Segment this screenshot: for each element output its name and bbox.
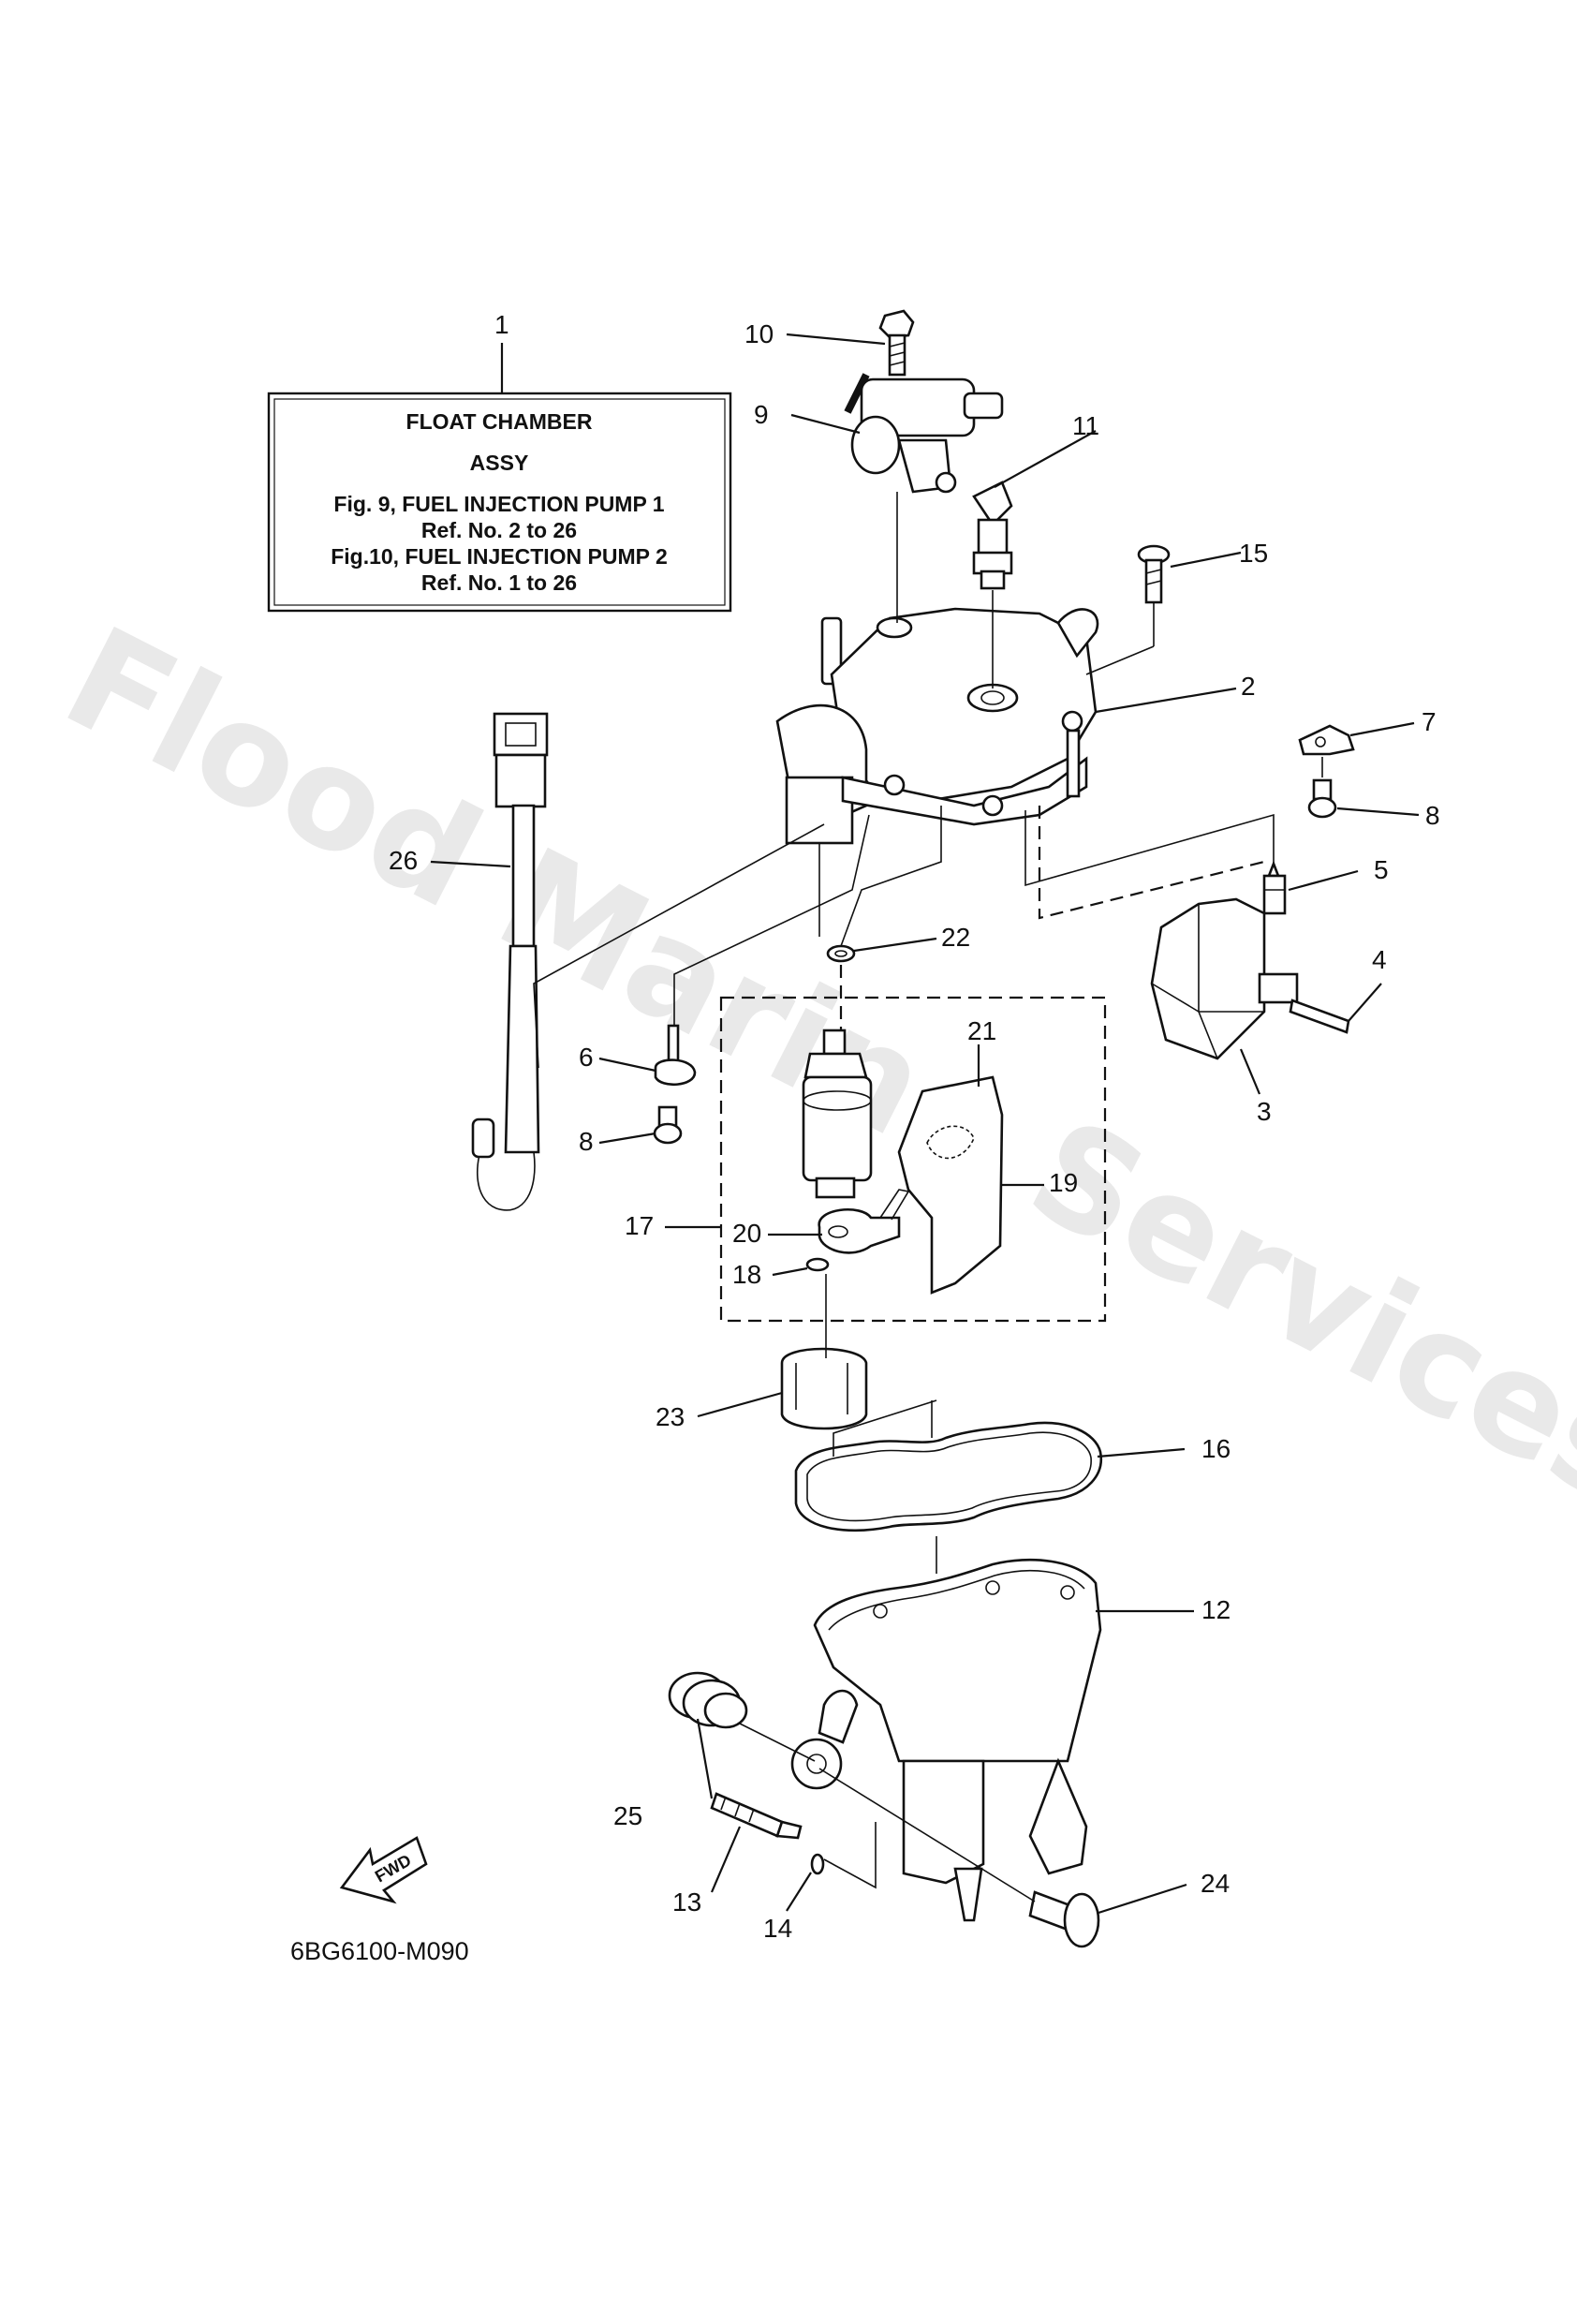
callout-7: 7: [1422, 707, 1437, 736]
callout-11: 11: [1072, 411, 1099, 440]
part-22-o-ring: [826, 944, 856, 963]
box-line-6: Ref. No. 1 to 26: [421, 570, 577, 595]
callout-12: 12: [1201, 1595, 1231, 1624]
part-5-needle-valve: [1262, 860, 1287, 915]
callout-8a: 8: [1425, 801, 1440, 830]
callout-5: 5: [1374, 855, 1389, 884]
callout-6: 6: [579, 1043, 594, 1072]
fwd-arrow-icon: FWD: [339, 1836, 428, 1904]
part-10-bolt: [878, 309, 915, 377]
callout-3: 3: [1257, 1097, 1272, 1126]
part-9-pressure-regulator: [844, 373, 1004, 494]
box-line-4: Ref. No. 2 to 26: [421, 518, 577, 542]
callout-8b: 8: [579, 1127, 594, 1156]
part-24-drain-plug: [1028, 1890, 1100, 1948]
callout-16: 16: [1201, 1434, 1231, 1463]
callout-13: 13: [672, 1887, 701, 1917]
callout-15: 15: [1239, 539, 1268, 568]
callout-1: 1: [494, 310, 509, 339]
part-17-fuel-pump: [802, 1029, 873, 1199]
box-line-1: FLOAT CHAMBER: [406, 409, 593, 434]
part-7-bracket: [1298, 724, 1355, 756]
box-line-2: ASSY: [470, 451, 529, 475]
part-2-pump-head: [775, 607, 1099, 845]
callout-9: 9: [754, 400, 769, 429]
kit-boundary: [719, 996, 1107, 1323]
callout-18: 18: [732, 1260, 761, 1289]
box-line-3: Fig. 9, FUEL INJECTION PUMP 1: [333, 492, 664, 516]
part-6-bracket: [654, 1024, 697, 1087]
callout-25: 25: [613, 1801, 642, 1830]
callout-17: 17: [625, 1211, 654, 1240]
part-13-pilot-screw: [710, 1792, 803, 1840]
callout-21: 21: [967, 1016, 996, 1045]
part-25-grommet: [668, 1671, 748, 1729]
diagram-code: 6BG6100-M090: [290, 1937, 469, 1965]
info-box: 1 FLOAT CHAMBER ASSY Fig. 9, FUEL INJECT…: [267, 310, 732, 613]
callout-24: 24: [1201, 1869, 1230, 1898]
part-15-screw: [1137, 544, 1171, 604]
part-8-screw-upper: [1307, 778, 1337, 819]
part-3-float: [1150, 897, 1299, 1060]
part-4-pin: [1289, 999, 1350, 1034]
callout-26: 26: [389, 846, 418, 875]
callouts: 10 9 11 15 2 7 8 5 4 3 26 22 21 6 8 19 1…: [389, 319, 1440, 1943]
part-8-screw-lower: [653, 1105, 683, 1145]
callout-2: 2: [1241, 672, 1256, 701]
leader-lines: [430, 333, 1420, 1915]
part-20-holder: [818, 1189, 910, 1254]
part-14-o-ring: [810, 1853, 825, 1875]
part-26-harness: [471, 712, 549, 1211]
part-16-gasket: [794, 1421, 1103, 1532]
callout-22: 22: [941, 923, 970, 952]
box-line-5: Fig.10, FUEL INJECTION PUMP 2: [331, 544, 668, 569]
part-11-sensor: [972, 481, 1013, 590]
callout-14: 14: [763, 1914, 792, 1943]
callout-19: 19: [1049, 1168, 1078, 1197]
part-12-float-chamber: [790, 1558, 1102, 1922]
part-19-filter: [897, 1075, 1004, 1295]
callout-10: 10: [744, 319, 774, 348]
part-23-pump-bracket: [780, 1347, 868, 1430]
callout-4: 4: [1372, 945, 1387, 974]
part-18-washer: [805, 1257, 830, 1272]
callout-23: 23: [656, 1402, 685, 1431]
callout-20: 20: [732, 1219, 761, 1248]
assembly-lines: [533, 492, 1323, 1902]
